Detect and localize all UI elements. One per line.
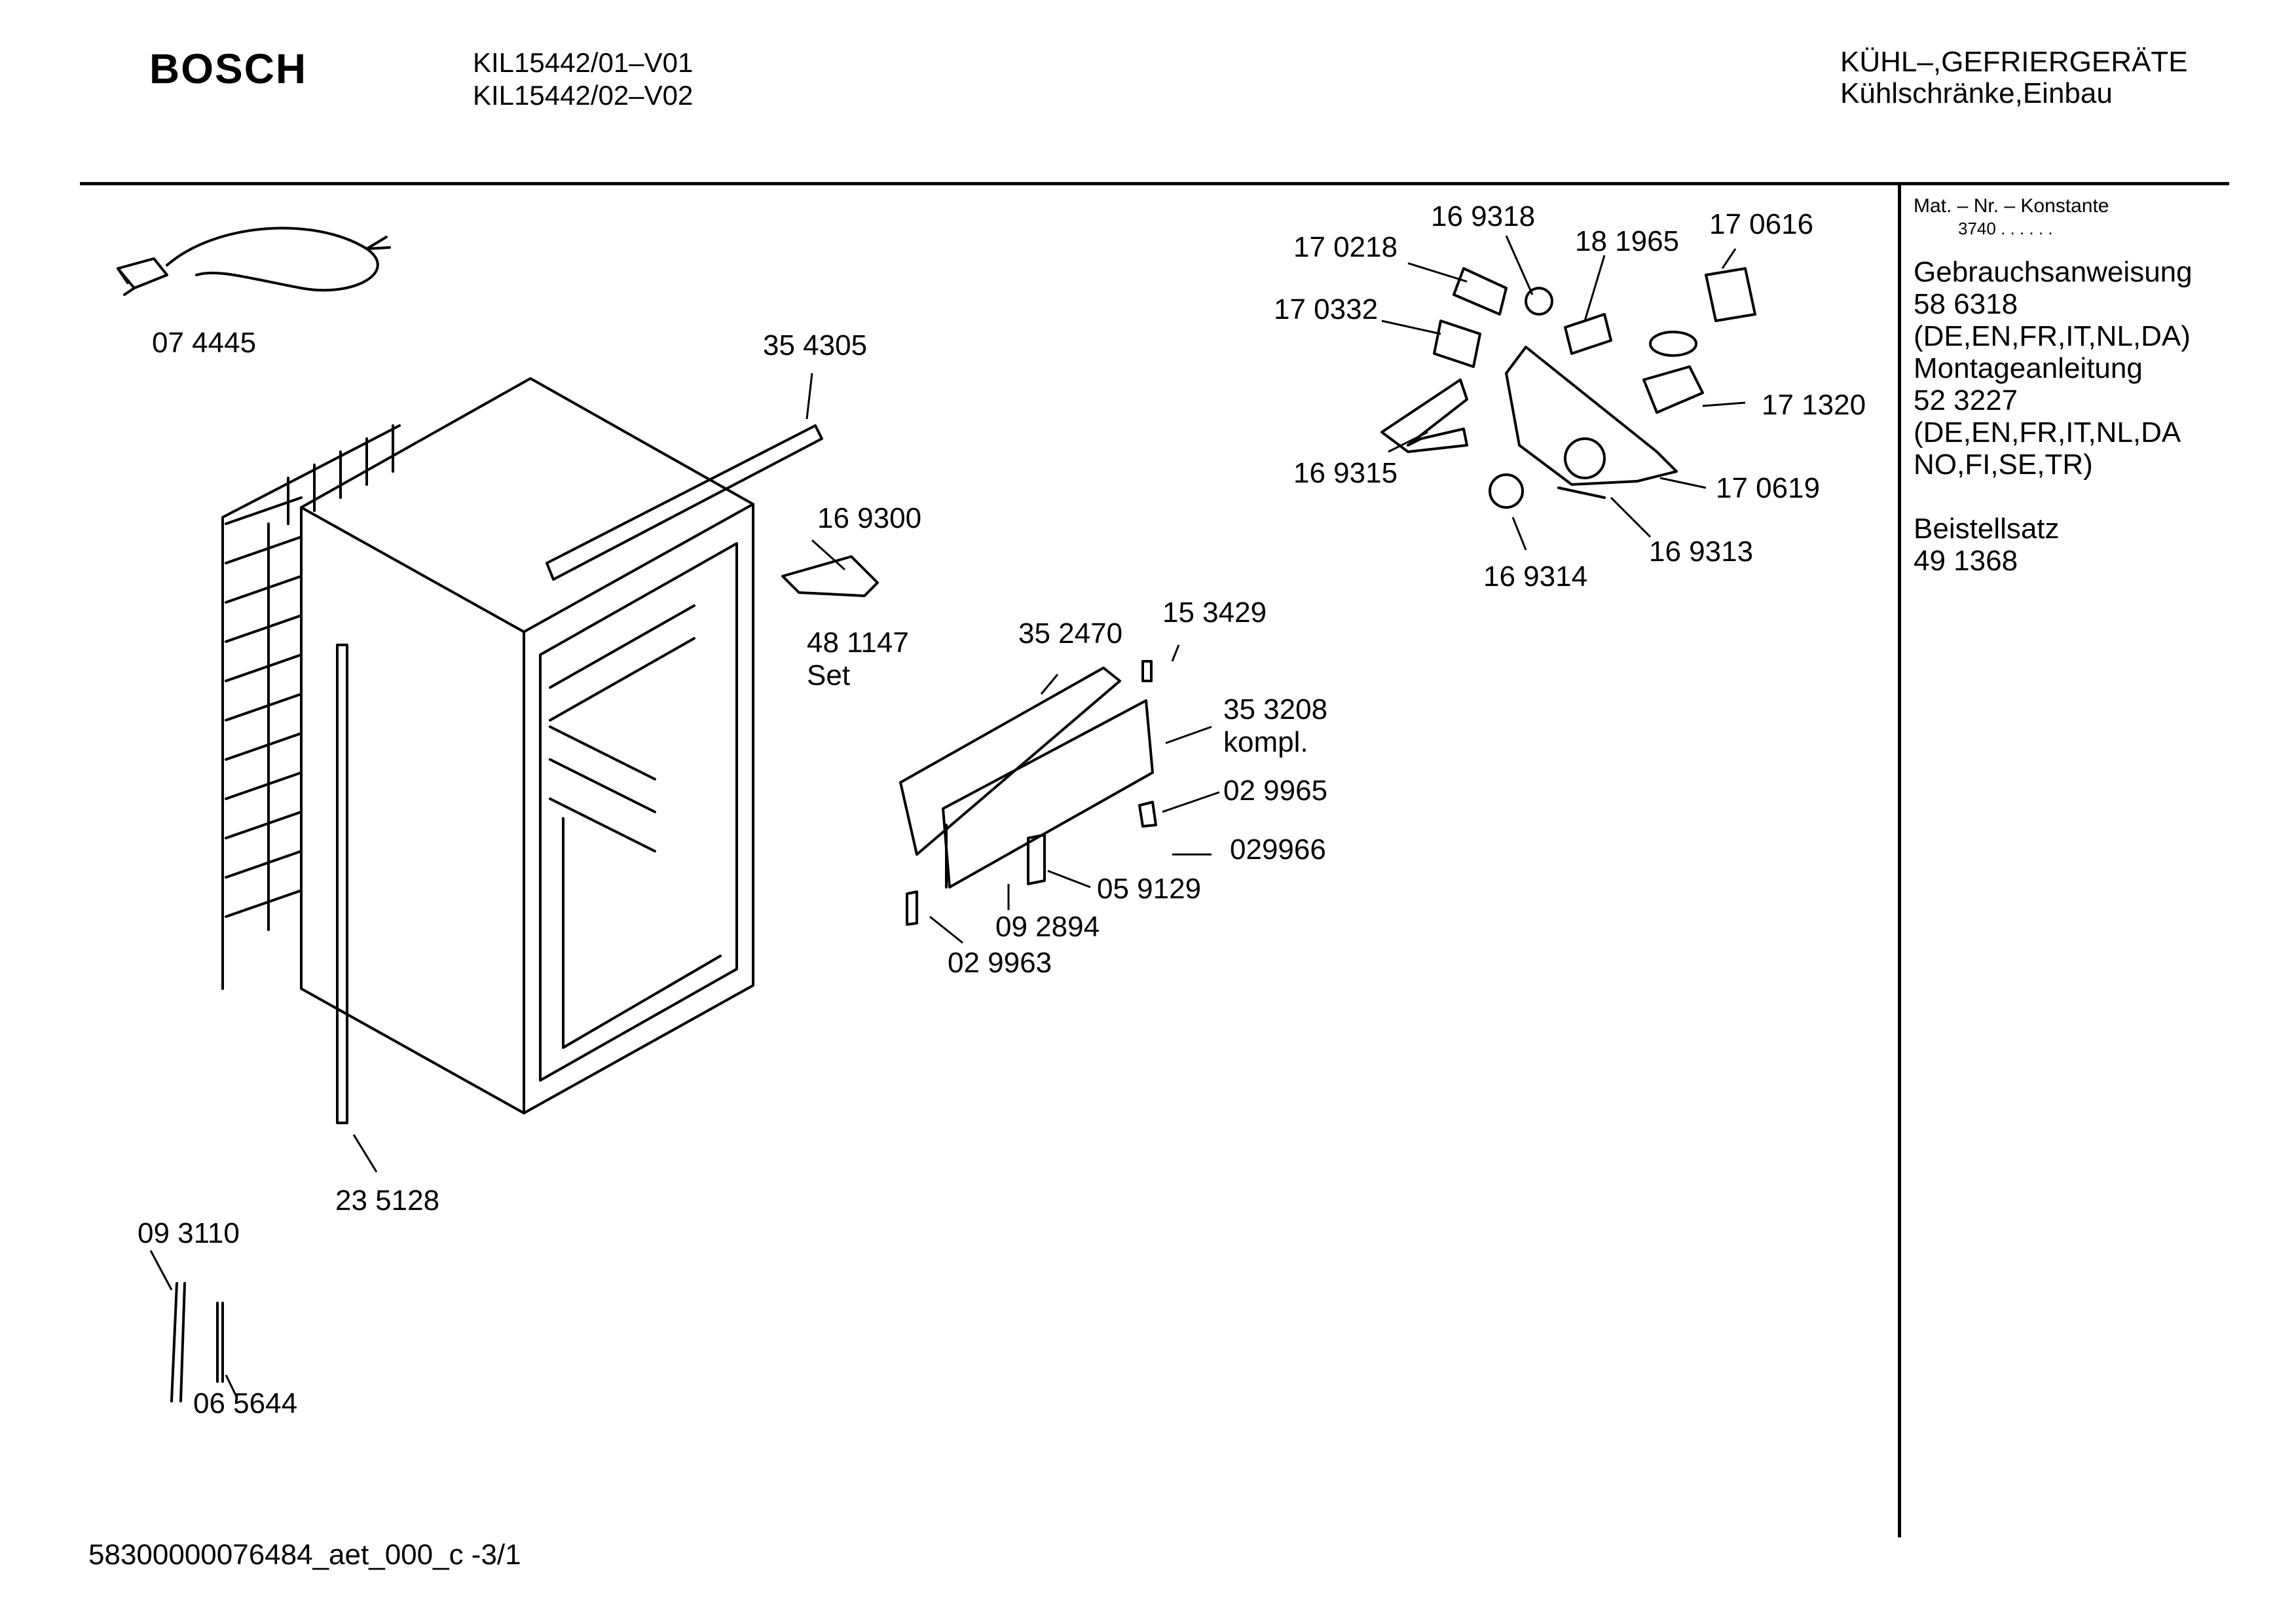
callout-17-0218: 17 0218 bbox=[1293, 231, 1398, 263]
mat-value: 3740 . . . . . . bbox=[1958, 219, 2053, 238]
callout-48-1147-set: Set bbox=[807, 659, 850, 691]
sidebar-line-10: 49 1368 bbox=[1914, 545, 2018, 577]
callout-35-3208-kompl: kompl. bbox=[1223, 726, 1308, 758]
clip-part bbox=[1138, 801, 1157, 828]
callout-35-4305: 35 4305 bbox=[763, 329, 867, 361]
callout-15-3429: 15 3429 bbox=[1162, 596, 1267, 629]
callout-16-9300: 16 9300 bbox=[817, 502, 921, 534]
callout-17-0619: 17 0619 bbox=[1716, 472, 1820, 504]
freezer-door-part bbox=[899, 667, 1154, 888]
thermostat-housing-part bbox=[1380, 267, 1756, 509]
hinge-set-part bbox=[781, 555, 879, 597]
handle-part bbox=[1027, 833, 1046, 885]
callout-09-2894: 09 2894 bbox=[995, 911, 1100, 943]
cabinet-body-part bbox=[300, 377, 754, 1114]
hinge-cover-part bbox=[906, 890, 918, 926]
header-divider bbox=[80, 182, 2229, 185]
callout-35-3208: 35 3208 bbox=[1223, 693, 1327, 725]
callout-09-3110: 09 3110 bbox=[138, 1217, 240, 1249]
callout-17-1320: 17 1320 bbox=[1762, 389, 1866, 421]
sidebar-line-4: Montageanleitung bbox=[1914, 352, 2143, 384]
mat-label: Mat. – Nr. – Konstante bbox=[1914, 195, 2109, 217]
callout-02-9963: 02 9963 bbox=[948, 947, 1052, 979]
top-rail-part bbox=[546, 424, 823, 581]
callout-029966: 029966 bbox=[1230, 833, 1326, 866]
callout-16-9315: 16 9315 bbox=[1293, 457, 1398, 489]
callout-48-1147: 48 1147 bbox=[807, 627, 909, 659]
sidebar-line-2: 58 6318 bbox=[1914, 288, 2018, 320]
callout-16-9314: 16 9314 bbox=[1483, 560, 1587, 593]
condenser-coil-part bbox=[221, 424, 401, 990]
side-strip-part bbox=[336, 644, 348, 1124]
callout-35-2470: 35 2470 bbox=[1018, 617, 1122, 650]
category-subtitle: Kühlschränke,Einbau bbox=[1840, 77, 2113, 109]
leader-lines bbox=[149, 235, 1746, 1399]
callout-16-9313: 16 9313 bbox=[1649, 536, 1753, 568]
document-id-footer: 58300000076484_aet_000_c -3/1 bbox=[88, 1539, 521, 1571]
callout-17-0616: 17 0616 bbox=[1709, 208, 1813, 240]
sidebar-line-7: NO,FI,SE,TR) bbox=[1914, 449, 2093, 481]
sidebar-line-1: Gebrauchsanweisung bbox=[1914, 256, 2193, 288]
sidebar-line-6: (DE,EN,FR,IT,NL,DA bbox=[1914, 416, 2181, 449]
callout-07-4445: 07 4445 bbox=[152, 327, 256, 359]
callout-02-9965: 02 9965 bbox=[1223, 775, 1327, 807]
callout-06-5644: 06 5644 bbox=[193, 1387, 297, 1420]
sidebar-line-9: Beistellsatz bbox=[1914, 513, 2060, 545]
callout-05-9129: 05 9129 bbox=[1097, 873, 1201, 905]
callout-16-9318: 16 9318 bbox=[1431, 200, 1535, 232]
sidebar-line-3: (DE,EN,FR,IT,NL,DA) bbox=[1914, 320, 2191, 352]
model-number-1: KIL15442/01–V01 bbox=[473, 47, 694, 78]
callout-18-1965: 18 1965 bbox=[1575, 225, 1679, 257]
power-cord-part bbox=[117, 227, 391, 296]
category-title: KÜHL–,GEFRIERGERÄTE bbox=[1840, 46, 2188, 78]
sensor-cable-part bbox=[170, 1282, 186, 1402]
callout-23-5128: 23 5128 bbox=[335, 1184, 439, 1217]
screw-part bbox=[1141, 660, 1153, 682]
model-number-2: KIL15442/02–V02 bbox=[473, 80, 694, 111]
sidebar-divider bbox=[1898, 185, 1901, 1537]
sidebar-line-5: 52 3227 bbox=[1914, 384, 2018, 416]
brand-logo: BOSCH bbox=[149, 45, 308, 92]
sensor-tube-part bbox=[216, 1302, 224, 1383]
callout-17-0332: 17 0332 bbox=[1274, 293, 1378, 325]
